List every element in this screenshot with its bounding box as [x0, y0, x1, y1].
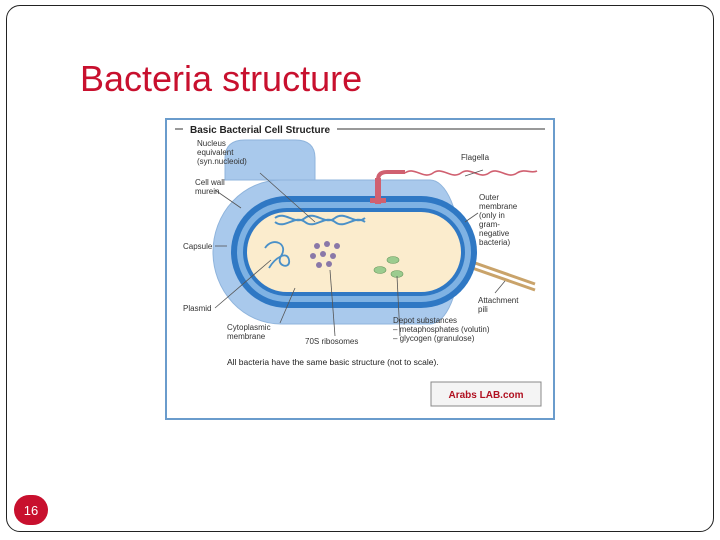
depot-substances — [373, 256, 404, 278]
slide-frame — [6, 5, 714, 532]
label-outer-6: bacteria) — [479, 238, 510, 247]
label-nucleus-1: Nucleus — [197, 139, 226, 148]
figure-caption: All bacteria have the same basic structu… — [227, 357, 439, 367]
label-nucleus-3: (syn.nucleoid) — [197, 157, 247, 166]
label-attachment-2: pili — [478, 305, 488, 314]
label-depot-2: – metaphosphates (volutin) — [393, 325, 490, 334]
plasmid — [264, 241, 290, 269]
label-cell-wall-2: murein — [195, 187, 219, 196]
label-depot-1: Depot substances — [393, 316, 457, 325]
label-ribosomes: 70S ribosomes — [305, 337, 358, 346]
label-cytoplasmic-2: membrane — [227, 332, 266, 341]
label-flagella: Flagella — [461, 153, 490, 162]
bacteria-diagram: Basic Bacterial Cell Structure — [165, 118, 555, 420]
figure-header: Basic Bacterial Cell Structure — [190, 125, 330, 136]
slide-number-badge: 16 — [14, 495, 48, 525]
watermark-logo: Arabs LAB.com — [430, 381, 542, 407]
nucleoid — [274, 214, 366, 222]
bacteria-figure: Basic Bacterial Cell Structure — [165, 118, 555, 420]
label-attachment-1: Attachment — [478, 296, 519, 305]
ribosomes — [310, 241, 340, 268]
cytoplasm — [247, 212, 461, 292]
label-capsule: Capsule — [183, 242, 213, 251]
label-outer-1: Outer — [479, 193, 499, 202]
label-cell-wall-1: Cell wall — [195, 178, 225, 187]
label-nucleus-2: equivalent — [197, 148, 234, 157]
label-outer-2: membrane — [479, 202, 518, 211]
label-depot-3: – glycogen (granulose) — [393, 334, 475, 343]
label-plasmid: Plasmid — [183, 304, 211, 313]
label-outer-3: (only in — [479, 211, 505, 220]
label-outer-4: gram- — [479, 220, 500, 229]
label-cytoplasmic-1: Cytoplasmic — [227, 323, 271, 332]
slide-title: Bacteria structure — [80, 58, 363, 99]
watermark-text: Arabs LAB.com — [448, 390, 523, 401]
label-outer-5: negative — [479, 229, 510, 238]
